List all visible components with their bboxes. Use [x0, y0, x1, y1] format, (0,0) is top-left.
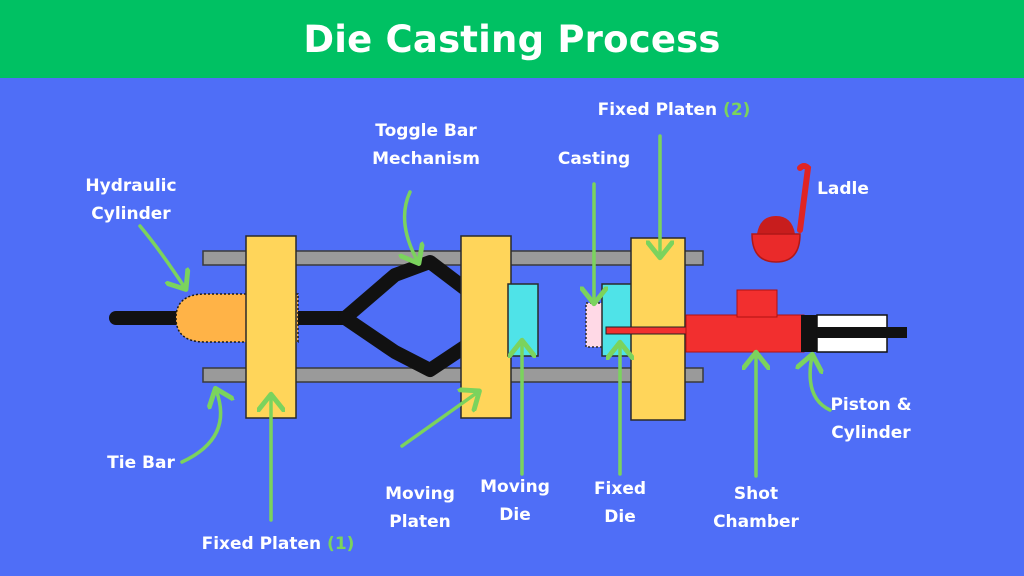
sprue: [605, 326, 689, 335]
tie-bar-top: [202, 250, 704, 266]
page-title: Die Casting Process: [303, 17, 721, 61]
label-ladle: Ladle: [817, 179, 869, 199]
piston-head: [801, 315, 817, 352]
label-casting: Casting: [557, 149, 631, 169]
label-fixed-platen-2: Fixed Platen (2): [597, 100, 751, 120]
arrow-hydraulic-cylinder: [138, 224, 185, 288]
arrow-tie-bar: [180, 390, 221, 464]
moving-platen: [460, 235, 512, 419]
label-fixed-platen-1: Fixed Platen (1): [201, 534, 355, 554]
shot-chamber: [685, 314, 805, 353]
piston-rod: [817, 327, 907, 338]
label-piston-cylinder: Piston &Cylinder: [830, 395, 912, 443]
arrow-moving-platen: [400, 392, 478, 448]
pointer-arrows: [138, 134, 832, 522]
label-tie-bar: Tie Bar: [107, 453, 175, 473]
tie-bar-bottom: [202, 367, 704, 383]
ladle-icon: [751, 163, 812, 263]
shot-chamber-inlet: [736, 289, 778, 318]
arrow-toggle-bar: [405, 190, 418, 262]
header-banner: Die Casting Process: [0, 0, 1024, 78]
fixed-platen-1: [245, 235, 297, 419]
arrow-piston-cylinder: [810, 356, 832, 412]
